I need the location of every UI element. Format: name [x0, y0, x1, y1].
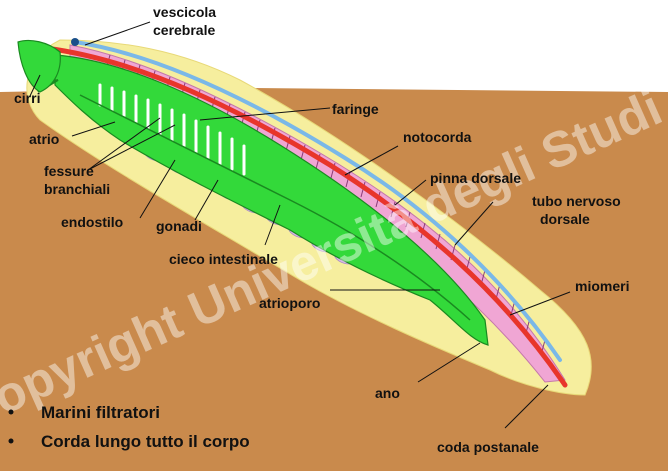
label-ano: ano — [375, 385, 400, 401]
mouth-hood — [17, 39, 61, 93]
label-vescicola-1: vescicola — [153, 4, 216, 20]
body-green — [54, 54, 489, 346]
label-tubo-1: tubo nervoso — [532, 193, 621, 209]
bullet-item-2: Corda lungo tutto il corpo — [41, 432, 250, 451]
label-atrio: atrio — [29, 131, 59, 147]
label-cieco-intestinale: cieco intestinale — [169, 251, 278, 267]
label-atrioporo: atrioporo — [259, 295, 320, 311]
label-notocorda: notocorda — [403, 129, 472, 145]
leader-lines — [29, 21, 571, 429]
nerve-tube — [73, 40, 562, 362]
label-pinna-dorsale: pinna dorsale — [430, 170, 521, 186]
label-tubo-2: dorsale — [540, 211, 590, 227]
label-cirri: cirri — [14, 90, 40, 106]
label-faringe: faringe — [332, 101, 379, 117]
bullet-dot-2 — [8, 438, 14, 444]
bullet-dot-1 — [8, 409, 14, 415]
cerebral-vesicle — [71, 38, 79, 46]
label-coda-postanale: coda postanale — [437, 439, 539, 455]
notochord — [42, 45, 568, 388]
label-fessure-2: branchiali — [44, 181, 110, 197]
bullet-item-1: Marini filtratori — [41, 403, 160, 422]
label-vescicola-2: cerebrale — [153, 22, 215, 38]
label-fessure-1: fessure — [44, 163, 94, 179]
label-gonadi: gonadi — [156, 218, 202, 234]
label-endostilo: endostilo — [61, 214, 123, 230]
endostyle-line — [79, 94, 471, 321]
label-miomeri: miomeri — [575, 278, 629, 294]
gill-slits — [98, 83, 246, 176]
bullet-list: Marini filtratori Corda lungo tutto il c… — [8, 403, 250, 451]
